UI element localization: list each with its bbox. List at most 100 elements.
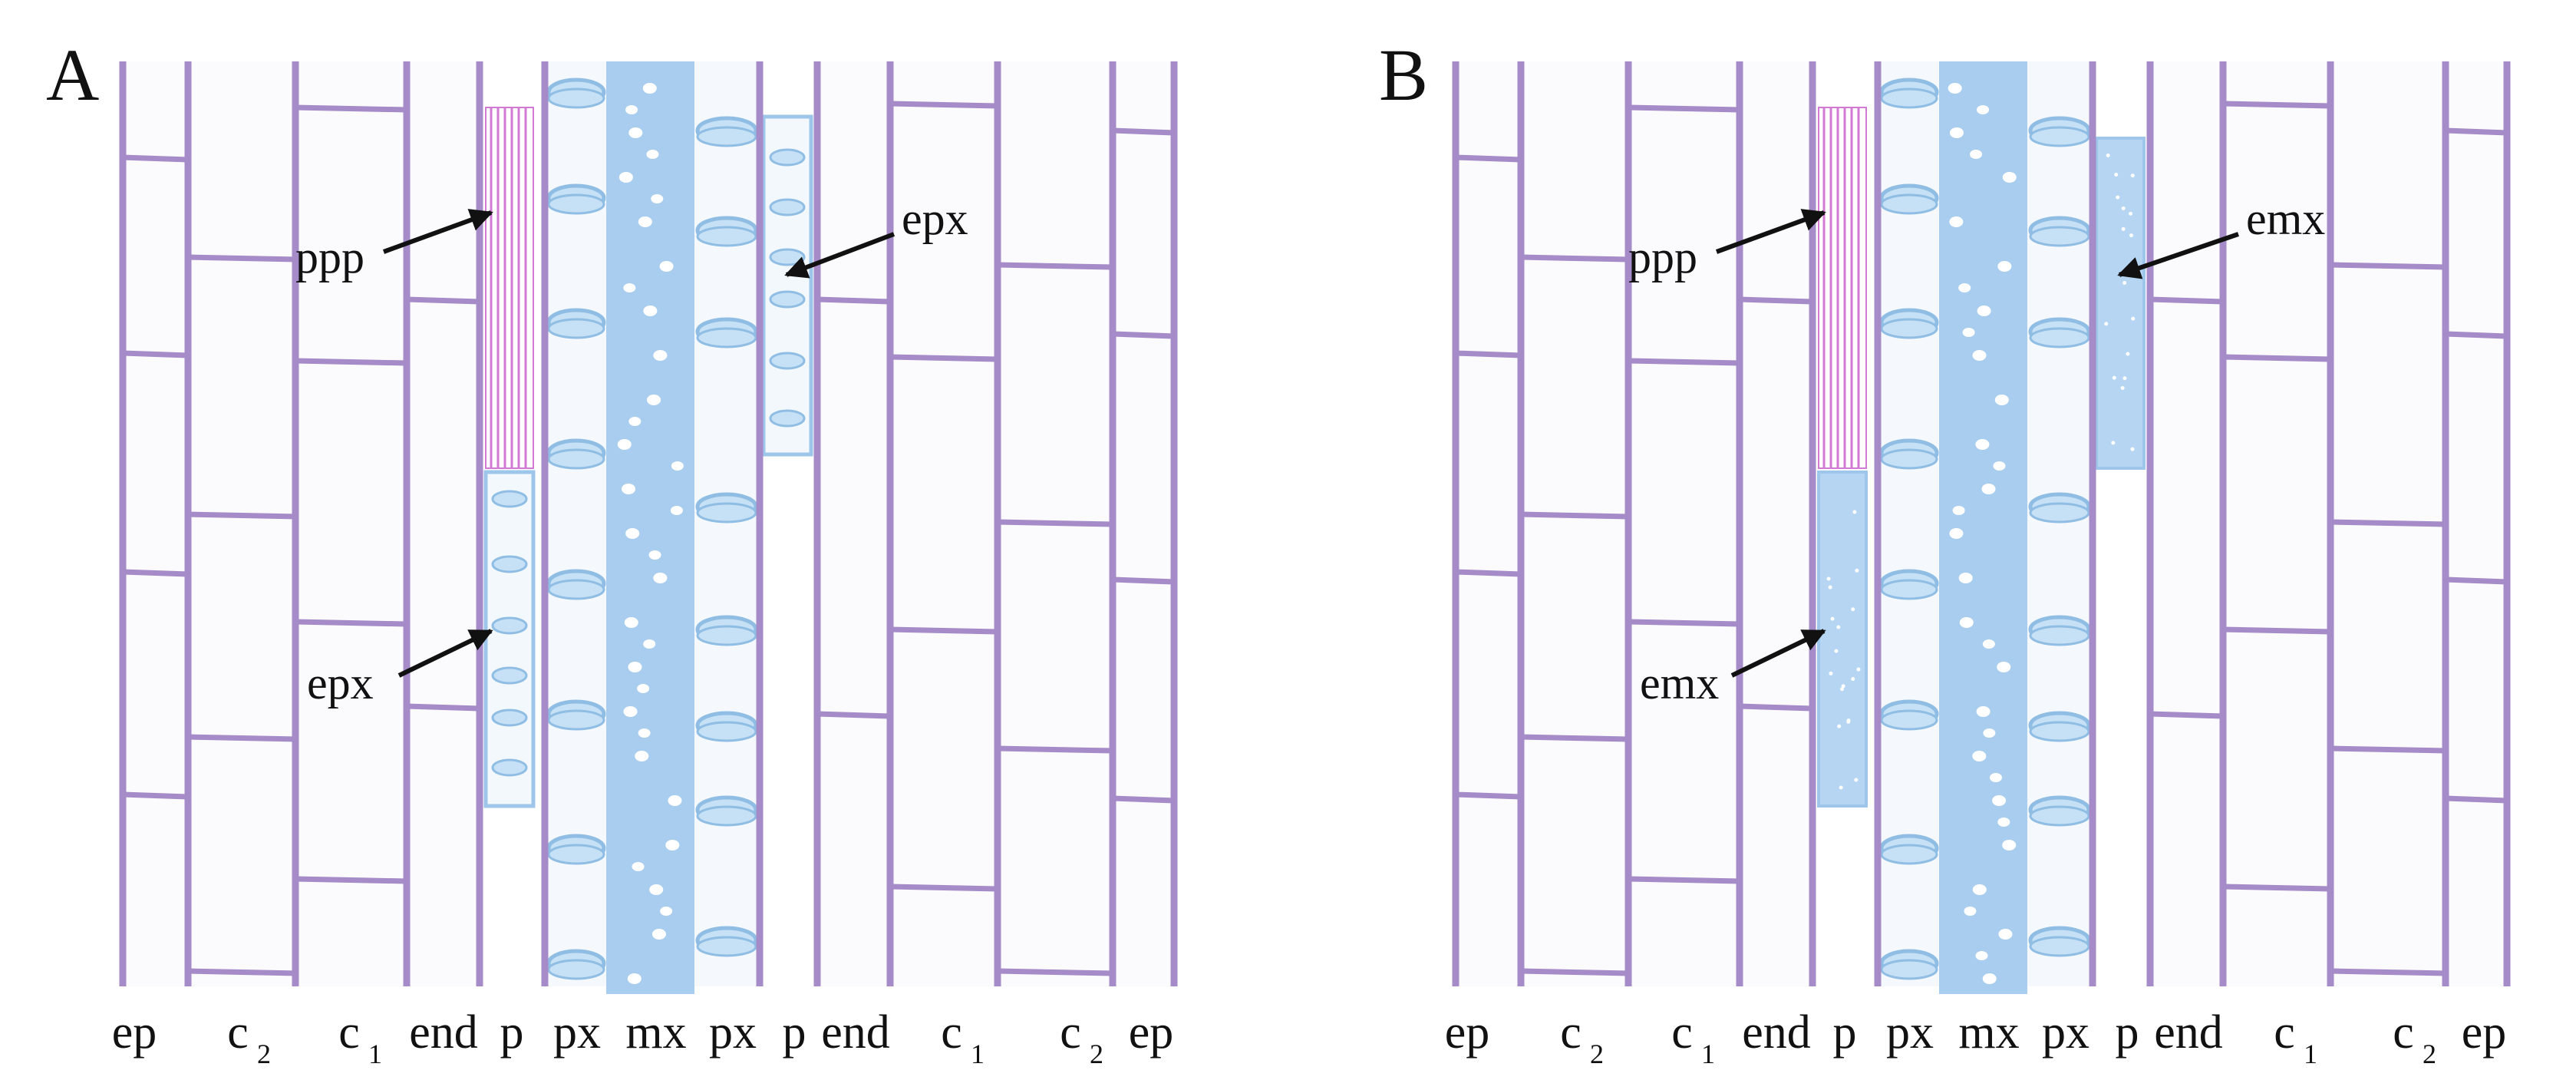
metaxylem-pit (653, 573, 668, 583)
metaxylem-pit (1997, 261, 2012, 272)
metaxylem-pit (2002, 172, 2017, 183)
metaxylem-pit (649, 884, 664, 895)
callout-epx: epx (902, 193, 968, 244)
ectopic-pit (1851, 677, 1855, 682)
cross-wall (1455, 350, 1522, 358)
tissue-label-px: px (553, 1006, 601, 1059)
ectopic-pit (2130, 173, 2135, 178)
metaxylem-pit (1976, 706, 1991, 717)
ectopic-pit (2122, 376, 2127, 381)
metaxylem-pit (1949, 216, 1964, 227)
cell-column (123, 61, 188, 986)
ectopic-pit (1836, 625, 1841, 629)
metaxylem-pit (627, 973, 642, 984)
metaxylem-pit (1997, 662, 2011, 672)
tissue-label-px: px (2042, 1006, 2089, 1059)
protoxylem-thickening (696, 226, 757, 247)
ectopic-pit (2111, 441, 2116, 445)
tissue-label-subscript: 2 (257, 1039, 271, 1069)
cross-wall (187, 968, 296, 976)
metaxylem-vessel (606, 61, 694, 994)
ectopic-pit (1839, 687, 1844, 692)
tissue-label-p: p (500, 1006, 524, 1059)
cross-wall (816, 711, 891, 719)
cross-wall (889, 101, 998, 109)
metaxylem-pit (670, 506, 683, 515)
tissue-label-c: c (1560, 1006, 1582, 1059)
ectopic-pit (1841, 684, 1845, 689)
cross-wall (2222, 101, 2331, 109)
cross-wall (187, 734, 296, 742)
cross-wall (1520, 511, 1629, 520)
ectopic-pit (1855, 568, 1859, 573)
metaxylem-pit (1948, 83, 1962, 94)
cross-wall (187, 511, 296, 520)
cross-wall (1628, 876, 1740, 884)
protoxylem-thickening (1880, 579, 1938, 600)
protoxylem-thickening (547, 579, 605, 600)
ectopic-pit (1828, 585, 1832, 590)
ectopic-thickening (769, 198, 806, 216)
tissue-label-c: c (2274, 1006, 2295, 1059)
cross-wall (122, 154, 189, 163)
protoxylem-thickening (1880, 959, 1938, 980)
ectopic-pit (1852, 510, 1857, 514)
cross-wall (406, 296, 480, 305)
tissue-label-subscript: 1 (971, 1039, 985, 1069)
tissue-label-ep: ep (112, 1006, 157, 1059)
cell-column (2223, 61, 2330, 986)
protoxylem-column (694, 61, 760, 986)
cross-wall (1520, 254, 1629, 263)
tissue-label-subscript: 2 (2423, 1039, 2436, 1069)
metaxylem-pit (643, 306, 658, 316)
ectopic-pit (2106, 153, 2110, 157)
metaxylem-pit (1983, 728, 1996, 738)
cross-wall (1112, 127, 1175, 136)
metaxylem-pit (1952, 506, 1965, 515)
cross-wall (2222, 354, 2331, 362)
metaxylem-pit (1958, 573, 1973, 583)
metaxylem-pit (1977, 105, 1990, 114)
metaxylem-pit (1959, 617, 1974, 628)
tissue-label-c: c (941, 1006, 962, 1059)
tissue-label-subscript: 1 (1701, 1039, 1715, 1069)
metaxylem-pit (1975, 439, 1990, 450)
metaxylem-pit (1972, 884, 1987, 895)
cell-column (188, 61, 295, 986)
tissue-label-subscript: 2 (1090, 1039, 1103, 1069)
cell-column (2446, 61, 2507, 986)
cell-column (817, 61, 890, 986)
protoxylem-thickening (2029, 126, 2090, 147)
ectopic-pit (1837, 724, 1842, 728)
metaxylem-pit (2002, 840, 2017, 851)
ectopic-pit (1846, 718, 1851, 723)
tissue-label-px: px (709, 1006, 757, 1059)
metaxylem-pit (643, 639, 656, 649)
tissue-label-c: c (1671, 1006, 1693, 1059)
protoxylem-thickening (1880, 709, 1938, 731)
tissue-label-p: p (1833, 1006, 1857, 1059)
protoxylem-thickening (547, 844, 605, 865)
protoxylem-thickening (547, 448, 605, 470)
panel-letter: B (1379, 34, 1428, 116)
metaxylem-pit (648, 550, 661, 560)
tissue-label-subscript: 2 (1590, 1039, 1604, 1069)
ectopic-pit (2126, 352, 2130, 356)
cross-wall (2222, 884, 2331, 892)
cell-column (1456, 61, 1521, 986)
protoxylem-thickening (547, 88, 605, 109)
tissue-label-end: end (821, 1006, 890, 1059)
metaxylem-pit (671, 461, 684, 471)
metaxylem-pit (651, 194, 664, 203)
ectopic-thickening (769, 352, 806, 370)
arrow (784, 232, 895, 279)
protoxylem-thickening (547, 318, 605, 339)
cross-wall (406, 703, 480, 712)
tissue-label-subscript: 1 (368, 1039, 382, 1069)
ectopic-metaxylem-cell (1817, 471, 1868, 808)
cross-wall (1628, 358, 1740, 366)
cross-wall (1628, 619, 1740, 627)
protoxylem-thickening (2029, 721, 2090, 742)
cross-wall (1112, 795, 1175, 804)
